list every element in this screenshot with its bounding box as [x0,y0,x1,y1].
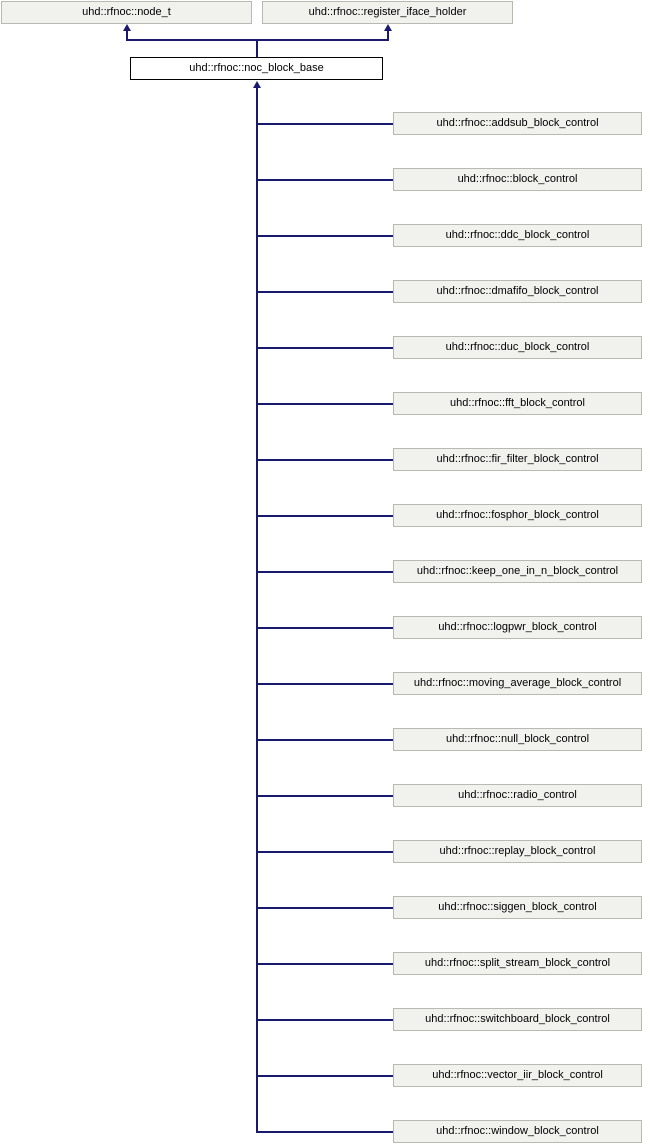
inheritance-edge-radio-control [256,795,393,797]
class-node-dmafifo-block-control[interactable]: uhd::rfnoc::dmafifo_block_control [393,280,642,303]
inheritance-arrowhead-noc-block-base [253,81,261,88]
inheritance-edge-ddc-block-control [256,235,393,237]
class-node-keep-one-in-n-block-control[interactable]: uhd::rfnoc::keep_one_in_n_block_control [393,560,642,583]
class-node-null-block-control[interactable]: uhd::rfnoc::null_block_control [393,728,642,751]
inheritance-edge-node-t [126,30,128,41]
inheritance-edge-addsub-block-control [256,123,393,125]
inheritance-edge-fft-block-control [256,403,393,405]
inheritance-arrowhead-register-iface-holder [384,24,392,31]
inheritance-edge-switchboard-block-control [256,1019,393,1021]
class-node-window-block-control[interactable]: uhd::rfnoc::window_block_control [393,1120,642,1143]
inheritance-edge-duc-block-control [256,347,393,349]
class-node-moving-average-block-control[interactable]: uhd::rfnoc::moving_average_block_control [393,672,642,695]
class-node-node-t[interactable]: uhd::rfnoc::node_t [1,1,252,24]
class-node-fir-filter-block-control[interactable]: uhd::rfnoc::fir_filter_block_control [393,448,642,471]
class-node-block-control[interactable]: uhd::rfnoc::block_control [393,168,642,191]
class-node-siggen-block-control[interactable]: uhd::rfnoc::siggen_block_control [393,896,642,919]
inheritance-edge-window-block-control [256,1131,393,1133]
class-node-split-stream-block-control[interactable]: uhd::rfnoc::split_stream_block_control [393,952,642,975]
inheritance-edge-base-stem [256,40,258,57]
class-node-logpwr-block-control[interactable]: uhd::rfnoc::logpwr_block_control [393,616,642,639]
class-node-ddc-block-control[interactable]: uhd::rfnoc::ddc_block_control [393,224,642,247]
class-node-vector-iir-block-control[interactable]: uhd::rfnoc::vector_iir_block_control [393,1064,642,1087]
inheritance-edge-split-stream-block-control [256,963,393,965]
class-node-replay-block-control[interactable]: uhd::rfnoc::replay_block_control [393,840,642,863]
class-node-fosphor-block-control[interactable]: uhd::rfnoc::fosphor_block_control [393,504,642,527]
inheritance-edge-vector-iir-block-control [256,1075,393,1077]
inheritance-edge-replay-block-control [256,851,393,853]
inheritance-edge-trunk [256,87,258,1133]
inheritance-edge-register-iface-holder [387,30,389,41]
inheritance-edge-logpwr-block-control [256,627,393,629]
class-node-fft-block-control[interactable]: uhd::rfnoc::fft_block_control [393,392,642,415]
inheritance-edge-fir-filter-block-control [256,459,393,461]
class-node-switchboard-block-control[interactable]: uhd::rfnoc::switchboard_block_control [393,1008,642,1031]
class-node-radio-control[interactable]: uhd::rfnoc::radio_control [393,784,642,807]
class-node-noc-block-base[interactable]: uhd::rfnoc::noc_block_base [130,57,383,80]
inheritance-edge-block-control [256,179,393,181]
class-node-register-iface-holder[interactable]: uhd::rfnoc::register_iface_holder [262,1,513,24]
inheritance-edge-fosphor-block-control [256,515,393,517]
class-node-duc-block-control[interactable]: uhd::rfnoc::duc_block_control [393,336,642,359]
inheritance-edge-moving-average-block-control [256,683,393,685]
class-node-addsub-block-control[interactable]: uhd::rfnoc::addsub_block_control [393,112,642,135]
inheritance-edge-dmafifo-block-control [256,291,393,293]
inheritance-arrowhead-node-t [123,24,131,31]
inheritance-edge-keep-one-in-n-block-control [256,571,393,573]
inheritance-edge-null-block-control [256,739,393,741]
inheritance-edge-siggen-block-control [256,907,393,909]
